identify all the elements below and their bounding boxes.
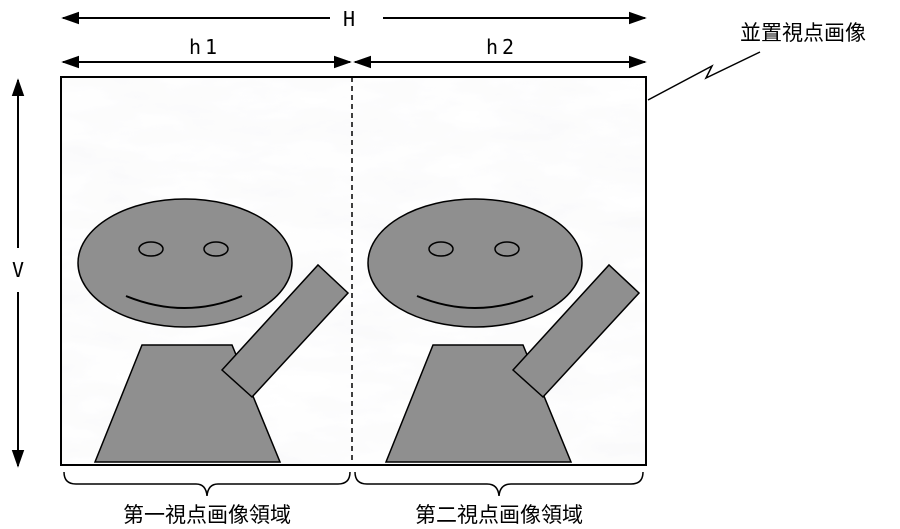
figure-second-viewpoint — [367, 198, 641, 463]
label-H: H — [343, 7, 355, 31]
juxtaposed-image — [61, 77, 646, 465]
juxtaposed-image-label: 並置視点画像 — [740, 21, 866, 45]
label-second-viewpoint-region: 第二視点画像領域 — [415, 503, 583, 527]
dimension-V: V — [11, 78, 25, 468]
label-h1: h1 — [189, 35, 221, 59]
image-border — [60, 76, 647, 466]
dimension-H: H — [61, 7, 647, 31]
dimension-h1: h1 — [61, 35, 352, 69]
label-h2: h2 — [486, 35, 518, 59]
brace-second-region — [354, 471, 644, 497]
figure-first-viewpoint — [77, 198, 350, 463]
label-V: V — [12, 258, 24, 282]
leader-line — [647, 51, 761, 101]
dimension-h2: h2 — [353, 35, 647, 69]
brace-first-region — [63, 471, 351, 497]
label-first-viewpoint-region: 第一視点画像領域 — [123, 503, 291, 527]
